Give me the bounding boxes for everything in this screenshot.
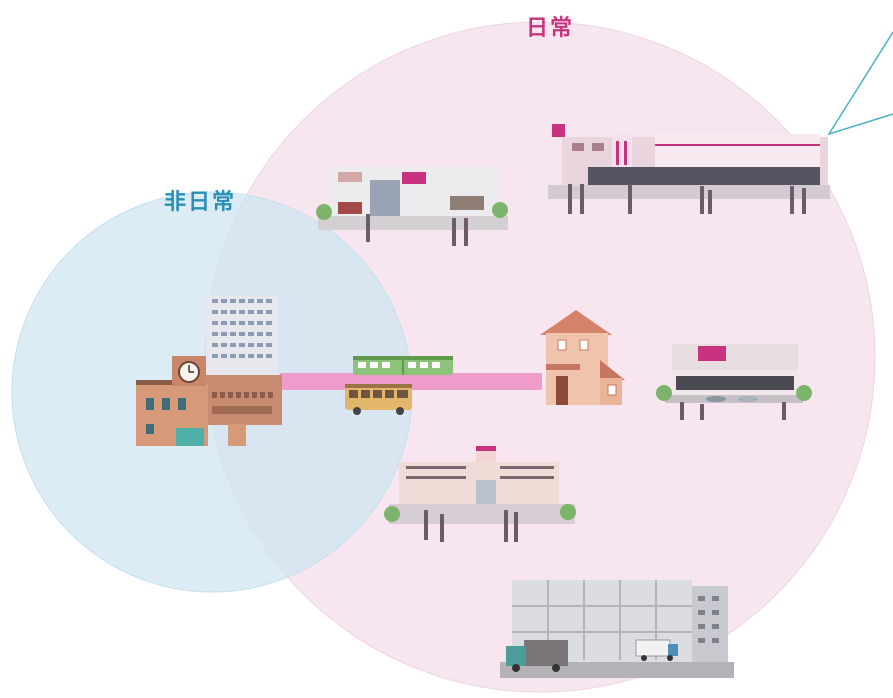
callout-line <box>827 31 893 136</box>
office-station-illustration <box>136 295 282 446</box>
shopping-mall-illustration <box>548 124 830 214</box>
non-daily-label: 非日常 <box>164 190 237 215</box>
train-illustration <box>353 356 453 375</box>
daily-label: 日常 <box>526 16 575 41</box>
bus-illustration <box>345 384 412 415</box>
supermarket-illustration <box>656 344 812 420</box>
house-illustration <box>540 310 625 405</box>
trucks-illustration <box>506 639 678 672</box>
community-center-illustration <box>316 166 508 246</box>
neighborhood-center-illustration <box>384 446 576 542</box>
